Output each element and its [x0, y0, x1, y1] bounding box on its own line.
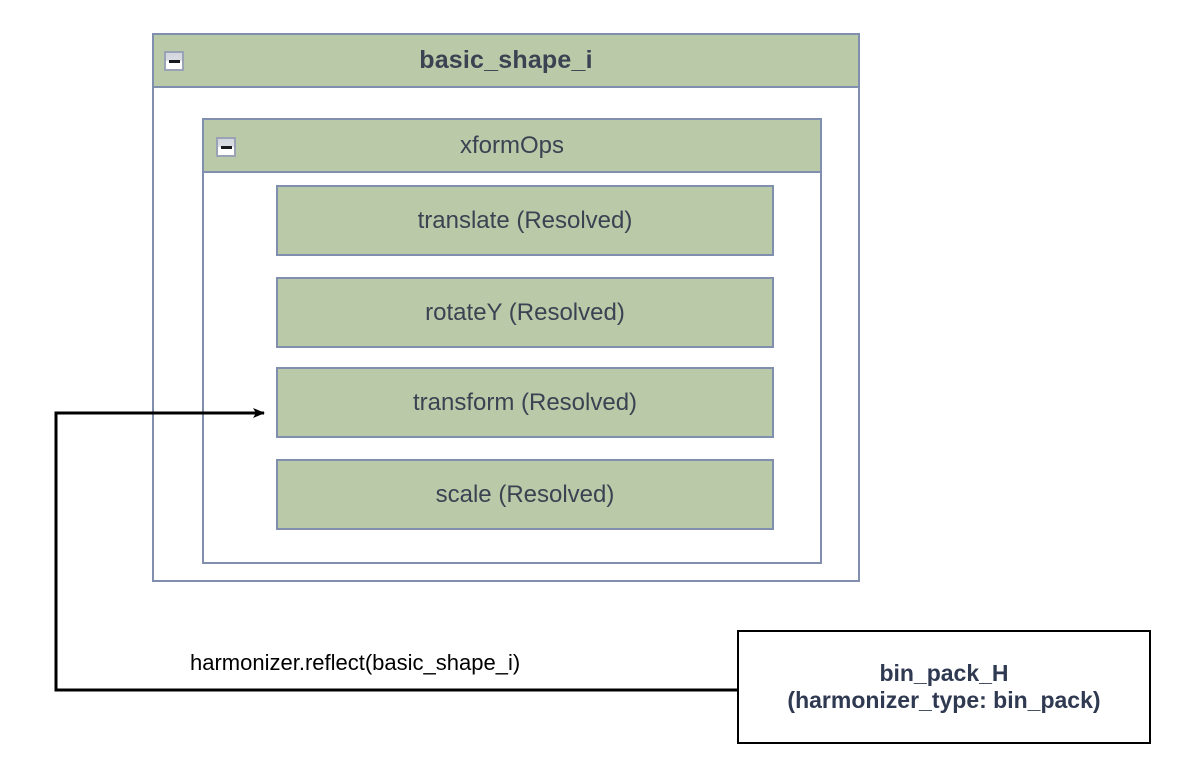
op-node-label: rotateY (Resolved)	[425, 298, 625, 326]
op-node-label: scale (Resolved)	[435, 480, 615, 508]
group-xformops-header[interactable]: xformOps	[204, 120, 820, 173]
edge-label-harmonizer-reflect: harmonizer.reflect(basic_shape_i)	[190, 650, 521, 675]
op-node-translate[interactable]: translate (Resolved)	[276, 185, 774, 256]
op-node-label: transform (Resolved)	[412, 388, 638, 416]
group-basic-shape-i[interactable]: basic_shape_i xformOps translate (Resolv…	[152, 33, 860, 582]
minus-glyph	[168, 59, 180, 63]
group-basic-shape-i-title: basic_shape_i	[419, 46, 593, 74]
op-node-label: translate (Resolved)	[417, 206, 633, 234]
group-basic-shape-i-header[interactable]: basic_shape_i	[154, 35, 858, 88]
external-node-subtitle: (harmonizer_type: bin_pack)	[787, 687, 1101, 713]
minus-glyph	[220, 145, 232, 149]
op-node-scale[interactable]: scale (Resolved)	[276, 459, 774, 530]
group-xformops-title: xformOps	[459, 131, 564, 159]
external-node-title: bin_pack_H	[879, 659, 1009, 686]
op-node-transform[interactable]: transform (Resolved)	[276, 367, 774, 438]
collapse-minus-icon[interactable]	[164, 51, 184, 71]
external-node-bin-pack-h[interactable]: bin_pack_H (harmonizer_type: bin_pack)	[737, 630, 1151, 744]
op-node-rotatey[interactable]: rotateY (Resolved)	[276, 277, 774, 348]
collapse-minus-icon[interactable]	[216, 137, 236, 157]
group-xformops[interactable]: xformOps translate (Resolved) rotateY (R…	[202, 118, 822, 564]
